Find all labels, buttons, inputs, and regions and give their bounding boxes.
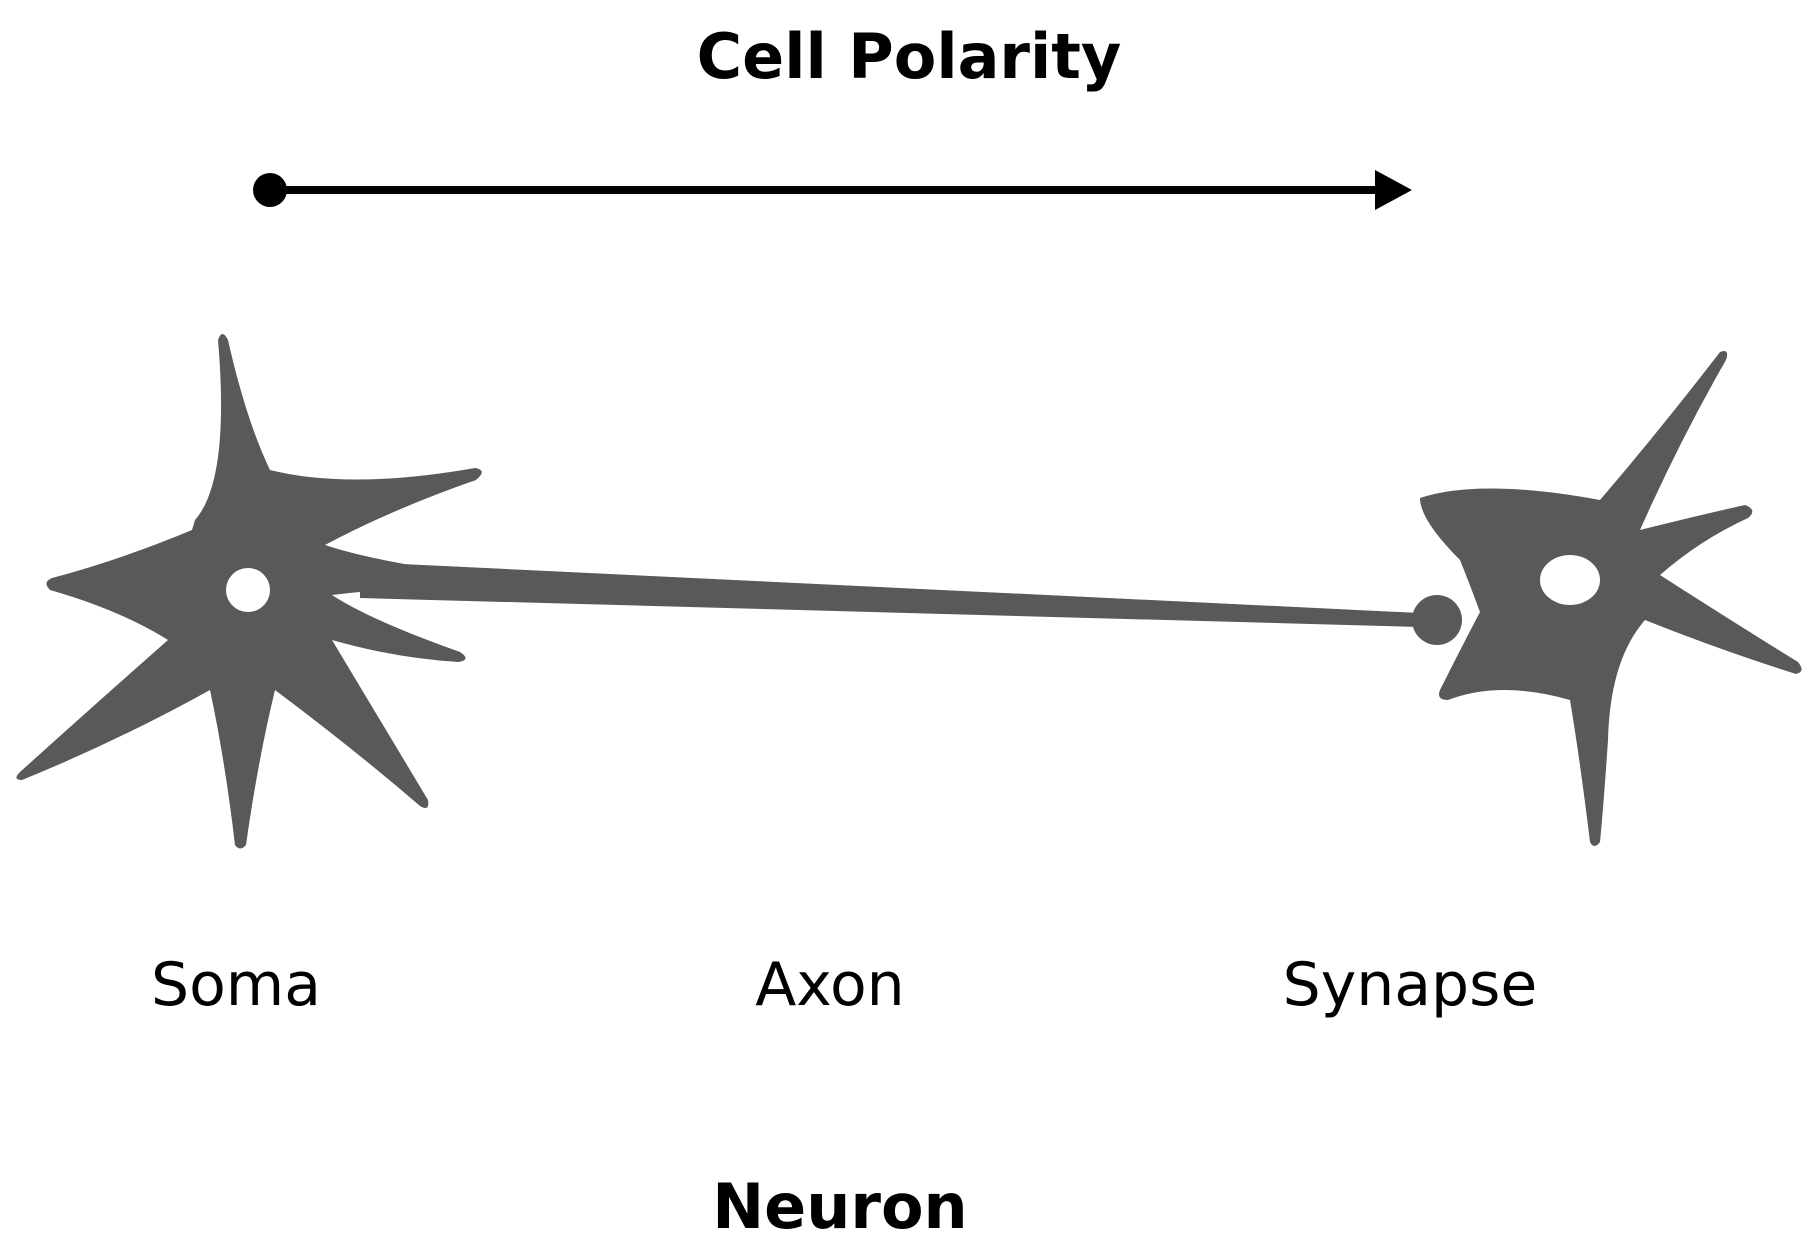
label-axon: Axon — [755, 950, 904, 1020]
polarity-arrow-tail-dot — [253, 173, 287, 207]
source-neuron-nucleus — [226, 568, 270, 612]
polarity-arrow-head — [1375, 170, 1412, 210]
source-neuron — [16, 334, 482, 849]
target-neuron — [1420, 351, 1802, 846]
diagram-title: Cell Polarity — [697, 20, 1122, 93]
diagram-footer: Neuron — [712, 1170, 967, 1243]
axon — [360, 562, 1420, 627]
target-neuron-nucleus — [1540, 555, 1600, 605]
polarity-arrow — [253, 170, 1412, 210]
label-soma: Soma — [151, 950, 321, 1020]
synaptic-terminal — [1412, 595, 1462, 645]
target-neuron-body — [1420, 351, 1802, 846]
label-synapse: Synapse — [1283, 950, 1538, 1020]
